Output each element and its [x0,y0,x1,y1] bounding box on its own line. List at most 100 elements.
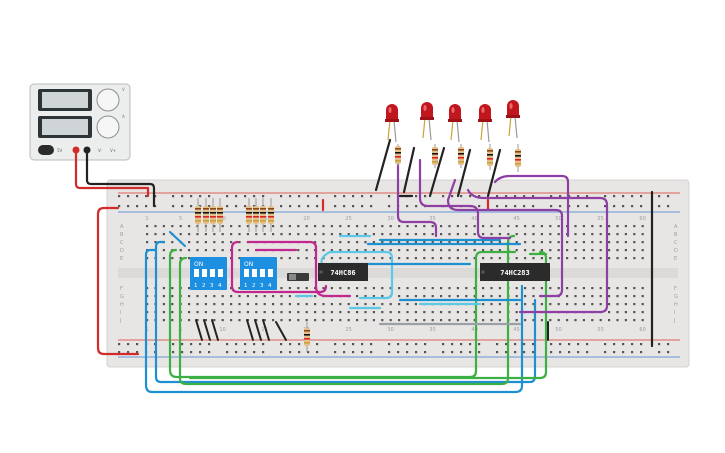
rail-hole[interactable] [343,343,346,346]
rail-hole[interactable] [640,205,643,208]
rail-hole[interactable] [298,351,301,354]
terminal-hole[interactable] [608,257,611,260]
rail-hole[interactable] [559,351,562,354]
rail-hole[interactable] [532,343,535,346]
rail-hole[interactable] [550,343,553,346]
rail-hole[interactable] [208,195,211,198]
rail-hole[interactable] [145,205,148,208]
terminal-hole[interactable] [162,319,165,322]
terminal-hole[interactable] [213,311,216,314]
rail-hole[interactable] [172,343,175,346]
terminal-hole[interactable] [204,233,207,236]
terminal-hole[interactable] [171,287,174,290]
terminal-hole[interactable] [179,225,182,228]
terminal-hole[interactable] [221,233,224,236]
dip-switch-1[interactable]: ON 1 2 3 4 [190,257,227,290]
rail-hole[interactable] [658,351,661,354]
terminal-hole[interactable] [288,287,291,290]
terminal-hole[interactable] [171,225,174,228]
rail-hole[interactable] [622,195,625,198]
terminal-hole[interactable] [339,303,342,306]
terminal-hole[interactable] [255,295,258,298]
terminal-hole[interactable] [188,319,191,322]
terminal-hole[interactable] [372,225,375,228]
terminal-hole[interactable] [356,295,359,298]
terminal-hole[interactable] [314,311,317,314]
terminal-hole[interactable] [238,303,241,306]
rail-hole[interactable] [523,351,526,354]
rail-hole[interactable] [631,195,634,198]
rail-hole[interactable] [316,343,319,346]
rail-hole[interactable] [127,343,130,346]
terminal-hole[interactable] [448,241,451,244]
terminal-hole[interactable] [339,225,342,228]
terminal-hole[interactable] [507,225,510,228]
rail-hole[interactable] [532,195,535,198]
rail-hole[interactable] [388,195,391,198]
terminal-hole[interactable] [582,295,585,298]
rail-hole[interactable] [550,205,553,208]
terminal-hole[interactable] [557,287,560,290]
rail-hole[interactable] [370,343,373,346]
terminal-hole[interactable] [238,319,241,322]
terminal-hole[interactable] [498,241,501,244]
rail-hole[interactable] [604,351,607,354]
terminal-hole[interactable] [498,233,501,236]
terminal-hole[interactable] [314,241,317,244]
terminal-hole[interactable] [255,311,258,314]
terminal-hole[interactable] [238,257,241,260]
terminal-hole[interactable] [238,241,241,244]
terminal-hole[interactable] [263,311,266,314]
terminal-hole[interactable] [498,225,501,228]
terminal-hole[interactable] [582,233,585,236]
terminal-hole[interactable] [162,257,165,260]
terminal-hole[interactable] [372,295,375,298]
terminal-hole[interactable] [423,295,426,298]
terminal-hole[interactable] [641,311,644,314]
led[interactable] [448,104,462,143]
rail-hole[interactable] [469,195,472,198]
rail-hole[interactable] [307,205,310,208]
terminal-hole[interactable] [616,233,619,236]
terminal-hole[interactable] [414,241,417,244]
rail-hole[interactable] [307,195,310,198]
terminal-hole[interactable] [339,249,342,252]
rail-hole[interactable] [532,351,535,354]
terminal-hole[interactable] [188,303,191,306]
rail-hole[interactable] [613,205,616,208]
rail-hole[interactable] [505,195,508,198]
terminal-hole[interactable] [591,287,594,290]
terminal-hole[interactable] [414,225,417,228]
terminal-hole[interactable] [398,311,401,314]
terminal-hole[interactable] [381,241,384,244]
rail-hole[interactable] [622,343,625,346]
terminal-hole[interactable] [398,303,401,306]
terminal-hole[interactable] [314,319,317,322]
terminal-hole[interactable] [641,287,644,290]
terminal-hole[interactable] [532,233,535,236]
terminal-hole[interactable] [221,303,224,306]
rail-hole[interactable] [397,343,400,346]
terminal-hole[interactable] [213,319,216,322]
wire-purple-5[interactable] [418,158,512,240]
terminal-hole[interactable] [616,249,619,252]
rail-hole[interactable] [550,195,553,198]
terminal-hole[interactable] [339,233,342,236]
terminal-hole[interactable] [364,303,367,306]
terminal-hole[interactable] [549,303,552,306]
terminal-hole[interactable] [507,233,510,236]
terminal-hole[interactable] [230,311,233,314]
terminal-hole[interactable] [356,225,359,228]
rail-hole[interactable] [226,343,229,346]
terminal-hole[interactable] [339,241,342,244]
led-resistor[interactable] [515,144,521,172]
terminal-hole[interactable] [406,257,409,260]
terminal-hole[interactable] [314,303,317,306]
rail-hole[interactable] [118,351,121,354]
rail-hole[interactable] [181,205,184,208]
terminal-hole[interactable] [473,287,476,290]
terminal-hole[interactable] [213,303,216,306]
wire-green-2[interactable] [178,234,516,386]
resistor[interactable] [203,198,209,232]
terminal-hole[interactable] [196,241,199,244]
